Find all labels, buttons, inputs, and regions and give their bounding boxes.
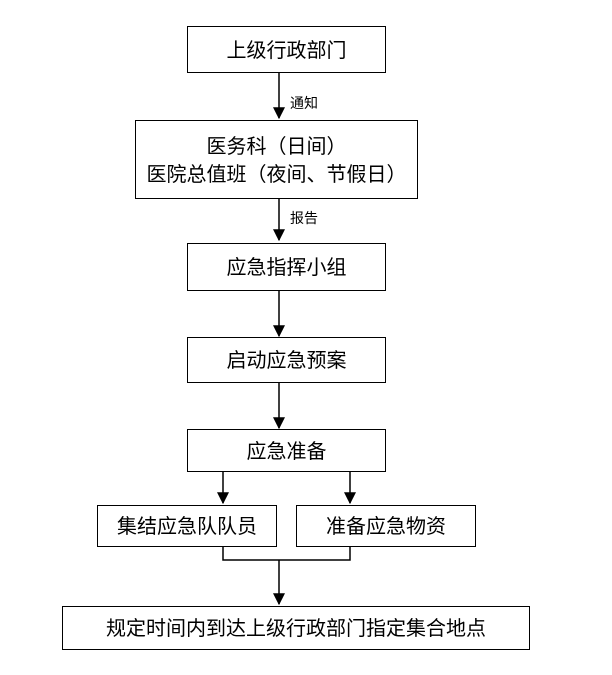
node-medical: 医务科（日间） 医院总值班（夜间、节假日） [135, 120, 418, 199]
node-prepare: 应急准备 [187, 429, 386, 472]
node-prepare-supplies-label: 准备应急物资 [326, 514, 446, 538]
node-medical-line2: 医院总值班（夜间、节假日） [146, 161, 407, 186]
node-prepare-label: 应急准备 [246, 438, 327, 463]
node-assemble-team-label: 集结应急队队员 [117, 514, 257, 538]
node-start-plan-label: 启动应急预案 [226, 348, 347, 372]
node-start-plan: 启动应急预案 [187, 337, 386, 383]
node-assemble-team: 集结应急队队员 [97, 505, 277, 547]
node-command-group-label: 应急指挥小组 [226, 255, 347, 279]
node-arrive-label: 规定时间内到达上级行政部门指定集合地点 [106, 616, 486, 640]
edge-label-notify: 通知 [290, 96, 318, 112]
merge-connector [222, 547, 351, 561]
edge-label-report: 报告 [290, 211, 318, 227]
node-arrive: 规定时间内到达上级行政部门指定集合地点 [62, 606, 530, 650]
node-command-group: 应急指挥小组 [187, 243, 386, 291]
node-superior-label: 上级行政部门 [226, 37, 347, 62]
node-medical-line1: 医务科（日间） [206, 133, 347, 158]
node-prepare-supplies: 准备应急物资 [296, 505, 476, 547]
node-superior: 上级行政部门 [187, 26, 386, 73]
